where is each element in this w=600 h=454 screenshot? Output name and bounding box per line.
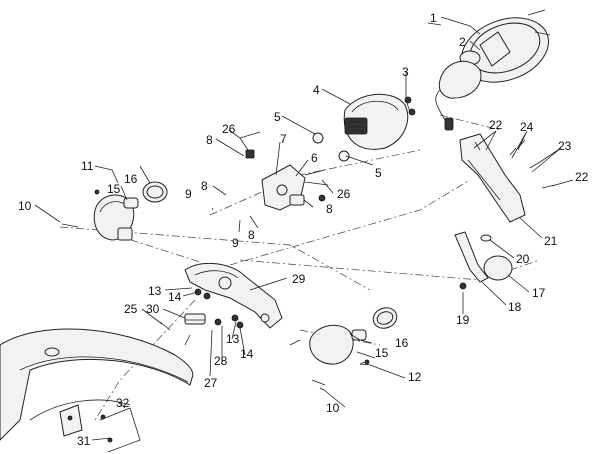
callout-5-lower: 5 <box>375 166 382 180</box>
callout-27: 27 <box>204 376 218 390</box>
callout-8-b: 8 <box>201 179 208 193</box>
callout-3: 3 <box>402 65 409 79</box>
left-turn-signal <box>61 181 168 241</box>
callout-7: 7 <box>280 132 287 146</box>
callout-13-a: 13 <box>148 284 162 298</box>
callout-30: 30 <box>146 302 160 316</box>
license-plate-bracket <box>454 133 556 290</box>
leader-lines <box>34 16 574 441</box>
right-turn-signal <box>289 307 398 386</box>
lower-bracket-arm <box>159 263 283 346</box>
callout-14-b: 14 <box>240 347 254 361</box>
callout-23: 23 <box>558 139 572 153</box>
callout-20: 20 <box>516 252 530 266</box>
callout-25: 25 <box>124 302 138 316</box>
callout-5-upper: 5 <box>274 110 281 124</box>
callout-2: 2 <box>459 35 466 49</box>
callout-8-c: 8 <box>248 228 255 242</box>
callout-11: 11 <box>81 159 94 173</box>
callout-14-a: 14 <box>168 290 182 304</box>
callout-19: 19 <box>456 313 470 327</box>
callout-16-right: 16 <box>395 336 409 350</box>
callout-9-b: 9 <box>232 236 239 250</box>
callout-10-bottom: 10 <box>326 401 340 415</box>
callout-4: 4 <box>313 83 320 97</box>
callout-26-lower: 26 <box>337 187 351 201</box>
callout-31: 31 <box>77 434 91 448</box>
callout-32: 32 <box>116 396 130 410</box>
callout-24: 24 <box>520 120 534 134</box>
callout-13-b: 13 <box>226 332 240 346</box>
callout-10-left: 10 <box>18 199 32 213</box>
lens-housing <box>312 93 409 162</box>
callout-21: 21 <box>544 234 558 248</box>
tail-light-assembly <box>404 9 551 131</box>
callout-labels: 1 2 3 4 5 5 6 7 8 8 8 8 9 9 10 10 11 12 … <box>18 11 589 448</box>
callout-18: 18 <box>508 300 522 314</box>
callout-6: 6 <box>311 151 318 165</box>
callout-29: 29 <box>292 272 306 286</box>
callout-8-d: 8 <box>326 202 333 216</box>
callout-22-right: 22 <box>575 170 589 184</box>
callout-22-upper: 22 <box>489 118 503 132</box>
callout-15-left: 15 <box>107 182 121 196</box>
rear-fender <box>0 328 194 453</box>
callout-28: 28 <box>214 354 228 368</box>
callout-12: 12 <box>408 370 422 384</box>
callout-26-upper: 26 <box>222 122 236 136</box>
callout-16-left: 16 <box>124 172 138 186</box>
callout-1: 1 <box>430 11 437 25</box>
center-bracket <box>239 131 329 211</box>
callout-8-a: 8 <box>206 133 213 147</box>
callout-15-right: 15 <box>375 346 389 360</box>
callout-17: 17 <box>532 286 546 300</box>
callout-9-a: 9 <box>185 187 192 201</box>
